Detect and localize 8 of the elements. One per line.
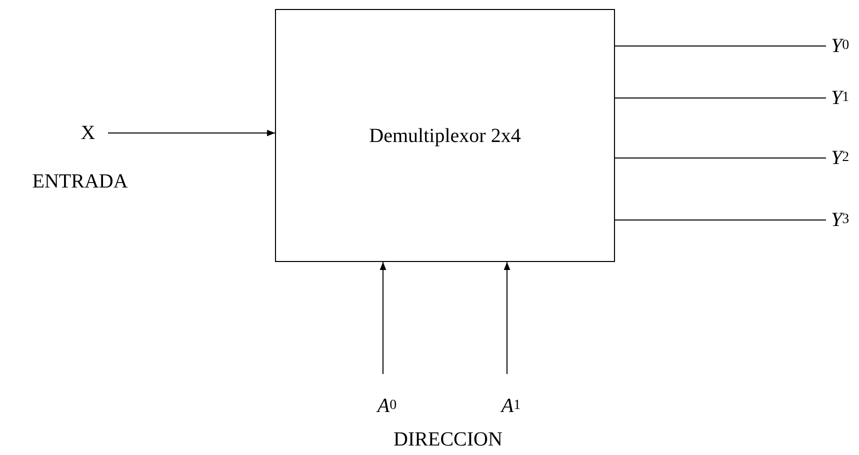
demultiplexor-block — [275, 9, 615, 262]
arrow — [380, 262, 386, 374]
group-label: DIRECCION — [394, 428, 502, 452]
block-title: Demultiplexor 2x4 — [369, 124, 521, 148]
group-label: ENTRADA — [32, 170, 128, 194]
arrow — [504, 262, 510, 374]
arrow — [108, 130, 276, 136]
signal-label: X — [76, 121, 100, 145]
